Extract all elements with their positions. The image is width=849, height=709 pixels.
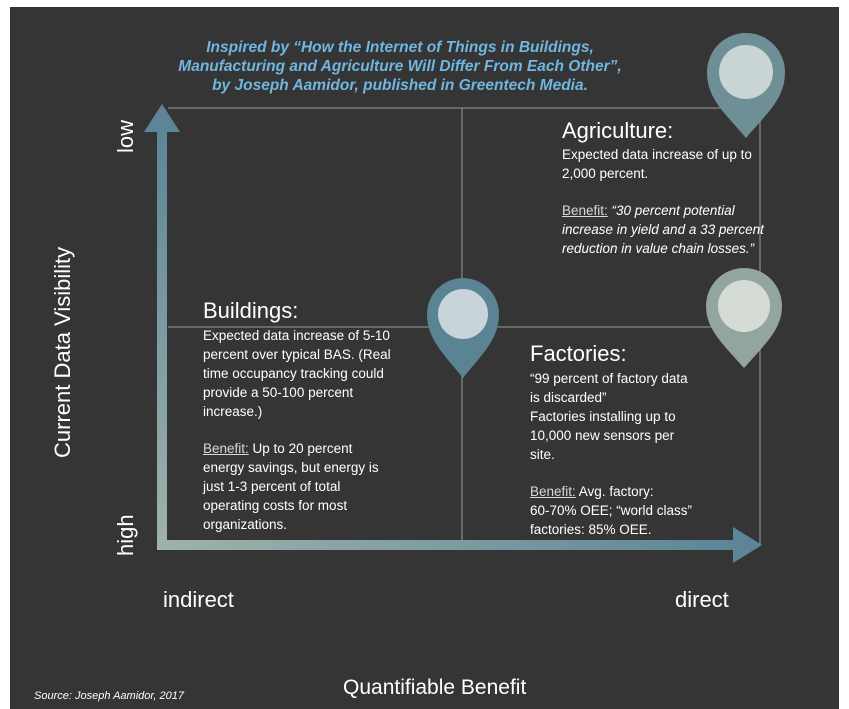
buildings-text: Expected data increase of 5-10 percent o… [203,326,391,534]
agriculture-title: Agriculture: [562,118,674,143]
text-line: time occupancy tracking could [203,366,384,381]
text-line: Factories installing up to [530,409,676,424]
location-pin-icon [706,268,782,368]
y-axis-shaft [157,130,167,550]
text-line: “30 percent potential [611,203,735,218]
x-axis-left-label: indirect [163,587,234,612]
header-line: by Joseph Aamidor, published in Greentec… [212,77,588,94]
y-axis-top-label: low [113,119,138,153]
header-line: Inspired by “How the Internet of Things … [206,39,594,56]
agriculture-text: Expected data increase of up to 2,000 pe… [562,145,764,258]
text-line: site. [530,447,555,462]
y-axis-bottom-label: high [113,514,138,556]
text-line: Expected data increase of up to [562,147,752,162]
text-line: organizations. [203,517,288,532]
text-line: percent over typical BAS. (Real [203,347,391,362]
text-line: 60-70% OEE; “world class” [530,503,693,518]
benefit-label: Benefit: [203,441,249,456]
location-pin-icon [707,33,785,138]
text-line: Avg. factory: [578,484,654,499]
diagram-panel [10,7,839,709]
text-line: “99 percent of factory data [530,371,688,386]
y-axis-label: Current Data Visibility [50,246,75,458]
text-line: increase.) [203,404,263,419]
text-line: increase in yield and a 33 percent [562,222,764,237]
text-line: Expected data increase of 5-10 [203,328,390,343]
text-line: just 1-3 percent of total [203,479,341,494]
text-line: provide a 50-100 percent [203,385,354,400]
x-axis-right-label: direct [675,587,729,612]
arrow-up-icon [144,104,180,132]
benefit-label: Benefit: [562,203,608,218]
source-note: Source: Joseph Aamidor, 2017 [34,690,185,702]
header-line: Manufacturing and Agriculture Will Diffe… [178,58,622,75]
text-line: 10,000 new sensors per [530,428,675,443]
text-line: 2,000 percent. [562,166,649,181]
text-line: factories: 85% OEE. [530,522,652,537]
text-line: energy savings, but energy is [203,460,379,475]
text-line: reduction in value chain losses.” [562,241,755,256]
factories-text: “99 percent of factory data is discarded… [530,369,692,539]
text-line: operating costs for most [203,498,348,513]
benefit-label: Benefit: [530,484,576,499]
text-line: Up to 20 percent [252,441,353,456]
source-citation-header: Inspired by “How the Internet of Things … [120,38,680,95]
arrow-right-icon [733,527,762,563]
text-line: is discarded” [530,390,607,405]
x-axis-shaft [160,540,735,550]
buildings-title: Buildings: [203,298,299,323]
factories-title: Factories: [530,341,627,366]
x-axis-label: Quantifiable Benefit [343,676,527,699]
location-pin-icon [427,278,499,378]
